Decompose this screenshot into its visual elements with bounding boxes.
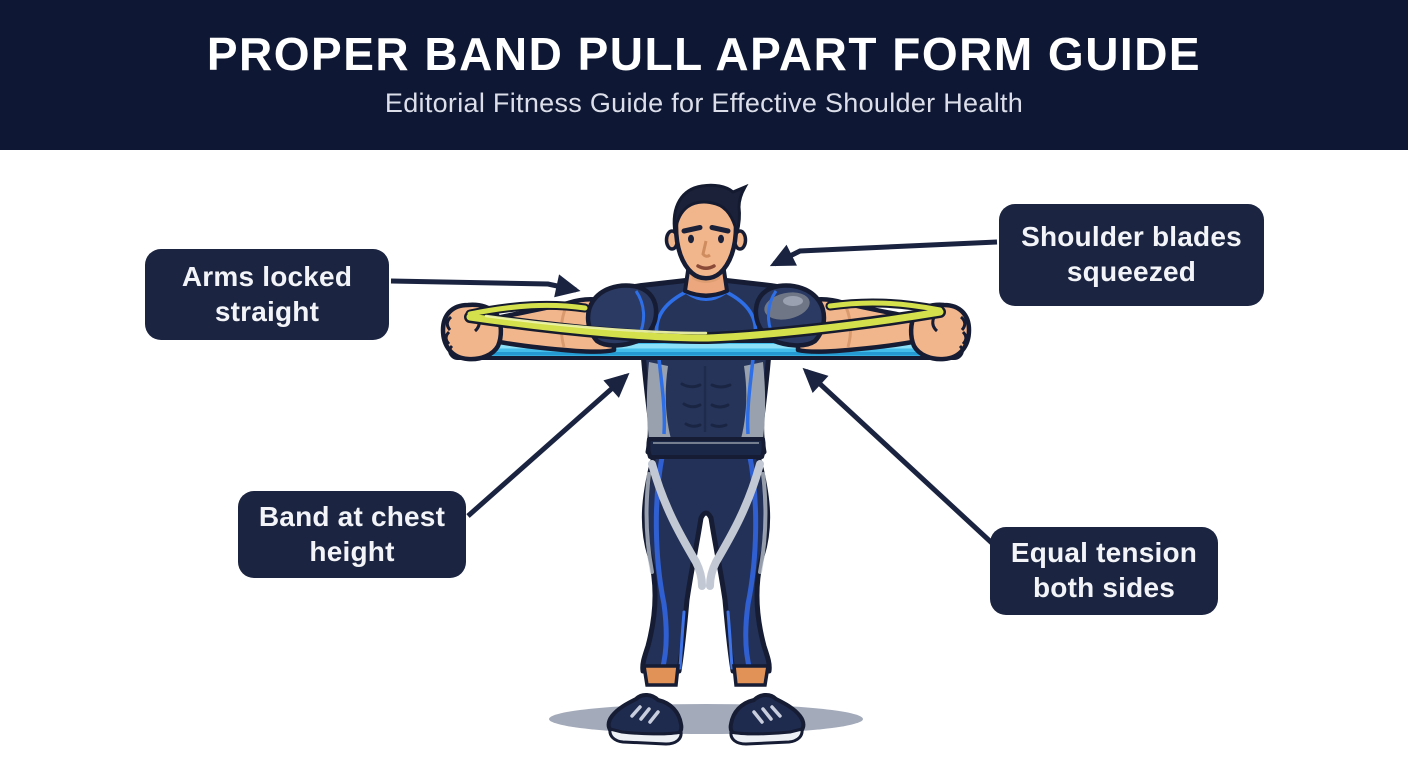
callout-band-at-chest-height: Band at chest height bbox=[238, 491, 466, 578]
header-banner: PROPER BAND PULL APART FORM GUIDE Editor… bbox=[0, 0, 1408, 150]
page-title: PROPER BAND PULL APART FORM GUIDE bbox=[206, 28, 1202, 80]
arrow-equal-tension-both-sides bbox=[802, 367, 995, 546]
callout-label-line: squeezed bbox=[1066, 256, 1197, 287]
callout-shoulder-blades-squeezed: Shoulder blades squeezed bbox=[999, 204, 1264, 306]
callout-label-line: Shoulder blades bbox=[1021, 221, 1242, 253]
callout-label-line: Equal tension bbox=[1010, 537, 1198, 569]
page-subtitle: Editorial Fitness Guide for Effective Sh… bbox=[384, 88, 1024, 119]
arrow-shoulder-blades-squeezed bbox=[769, 239, 998, 267]
resistance-band-yellow bbox=[464, 298, 946, 345]
callout-label-line: straight bbox=[214, 295, 320, 327]
arrow-band-at-chest-height bbox=[466, 372, 630, 518]
ankles bbox=[641, 664, 771, 687]
ground-shadow bbox=[549, 704, 863, 734]
callout-equal-tension-both-sides: Equal tension both sides bbox=[990, 527, 1218, 615]
annotation-arrows bbox=[390, 239, 998, 546]
athlete-figure bbox=[440, 183, 972, 746]
arrow-arms-locked-straight bbox=[390, 274, 581, 298]
callout-label-line: both sides bbox=[1032, 572, 1175, 603]
head bbox=[664, 183, 749, 298]
callout-arms-locked-straight: Arms locked straight bbox=[145, 249, 389, 340]
callout-label-line: height bbox=[309, 535, 395, 567]
callout-label-line: Arms locked bbox=[181, 260, 353, 292]
right-shoe bbox=[728, 693, 806, 746]
legs bbox=[640, 445, 772, 674]
left-shoe bbox=[606, 693, 684, 746]
callout-label-line: Band at chest bbox=[258, 500, 446, 532]
